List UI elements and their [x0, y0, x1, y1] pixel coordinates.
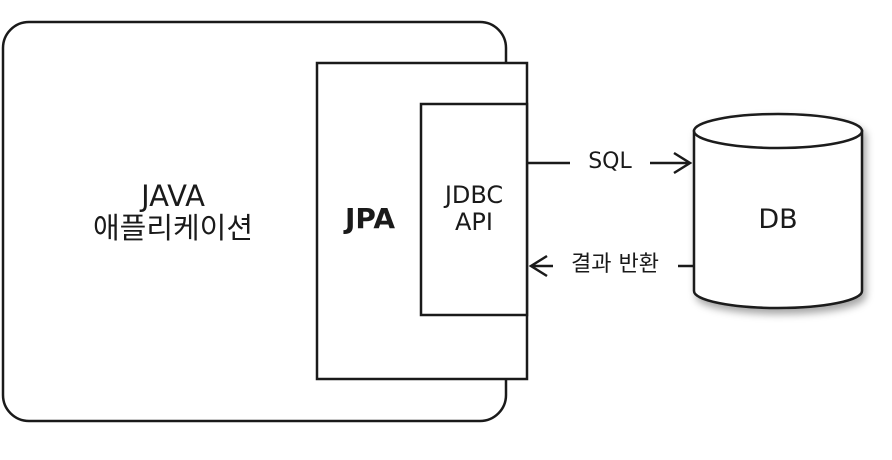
- result-arrow-label: 결과 반환: [556, 252, 674, 278]
- sql-arrow-label: SQL: [570, 149, 650, 175]
- java-label-line1: JAVA: [141, 179, 205, 213]
- jpa-label: JPA: [344, 202, 396, 235]
- jdbc-api-box: [419, 102, 529, 317]
- java-label-line2: 애플리케이션: [92, 211, 254, 246]
- sql-arrow: [527, 151, 693, 175]
- java-application-label: JAVA 애플리케이션: [60, 180, 286, 245]
- jdbc-label-line1: JDBC: [444, 181, 504, 209]
- jdbc-label-line2: API: [455, 207, 493, 236]
- result-arrow: [528, 254, 694, 278]
- database-label: DB: [758, 204, 798, 235]
- jdbc-api-label: JDBC API: [424, 182, 524, 236]
- database-cylinder: [692, 112, 864, 310]
